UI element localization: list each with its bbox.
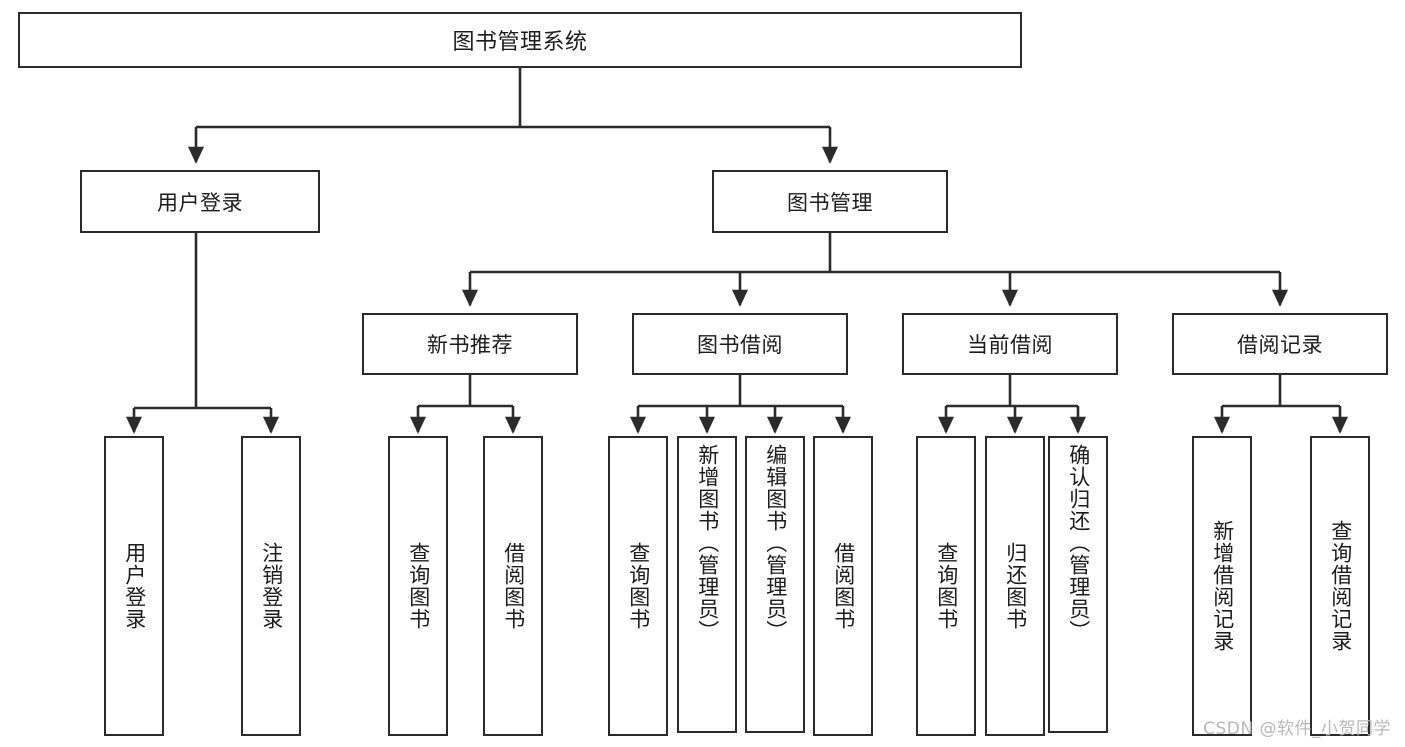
leaf-label: 确认归还（管理员） — [1066, 444, 1091, 642]
node-book-management[interactable]: 图书管理 — [712, 170, 948, 233]
node-label: 图书借阅 — [697, 333, 783, 357]
leaf-user-login[interactable]: 用户登录 — [104, 436, 164, 736]
leaf-label: 注销登录 — [259, 542, 284, 630]
node-label: 新书推荐 — [427, 333, 513, 357]
leaf-label: 查询图书 — [626, 542, 651, 630]
leaf-label: 新增图书（管理员） — [695, 444, 720, 642]
node-new-book-recommend[interactable]: 新书推荐 — [362, 313, 578, 375]
leaf-label: 新增借阅记录 — [1210, 520, 1235, 652]
node-current-borrow[interactable]: 当前借阅 — [902, 313, 1118, 375]
leaf-label: 查询图书 — [406, 542, 431, 630]
leaf-label: 查询图书 — [934, 542, 959, 630]
leaf-edit-book-admin[interactable]: 编辑图书（管理员） — [745, 436, 805, 733]
watermark-text: CSDN @软件_小贺同学 — [1203, 719, 1391, 739]
leaf-confirm-return-admin[interactable]: 确认归还（管理员） — [1048, 436, 1108, 733]
node-borrow-record[interactable]: 借阅记录 — [1172, 313, 1388, 375]
leaf-label: 借阅图书 — [831, 542, 856, 630]
leaf-label: 查询借阅记录 — [1328, 520, 1353, 652]
leaf-label: 用户登录 — [122, 542, 147, 630]
node-user-login[interactable]: 用户登录 — [80, 170, 320, 233]
leaf-query-book-borrow[interactable]: 查询图书 — [608, 436, 668, 736]
node-label: 当前借阅 — [967, 333, 1053, 357]
leaf-label: 借阅图书 — [501, 542, 526, 630]
node-label: 用户登录 — [157, 190, 243, 215]
leaf-borrow-book[interactable]: 借阅图书 — [813, 436, 873, 736]
node-label: 借阅记录 — [1237, 333, 1323, 357]
leaf-query-book-current[interactable]: 查询图书 — [916, 436, 976, 736]
node-book-borrow[interactable]: 图书借阅 — [632, 313, 848, 375]
node-label: 图书管理 — [787, 190, 873, 215]
node-label: 图书管理系统 — [452, 30, 588, 55]
leaf-logout-login[interactable]: 注销登录 — [241, 436, 301, 736]
leaf-query-book-recommend[interactable]: 查询图书 — [388, 436, 448, 736]
leaf-label: 归还图书 — [1003, 542, 1028, 630]
leaf-label: 编辑图书（管理员） — [763, 444, 788, 642]
leaf-borrow-book-recommend[interactable]: 借阅图书 — [483, 436, 543, 736]
leaf-add-borrow-record[interactable]: 新增借阅记录 — [1192, 436, 1252, 736]
node-root-system[interactable]: 图书管理系统 — [18, 12, 1022, 68]
leaf-add-book-admin[interactable]: 新增图书（管理员） — [677, 436, 737, 733]
leaf-query-borrow-record[interactable]: 查询借阅记录 — [1310, 436, 1370, 736]
leaf-return-book[interactable]: 归还图书 — [985, 436, 1045, 736]
